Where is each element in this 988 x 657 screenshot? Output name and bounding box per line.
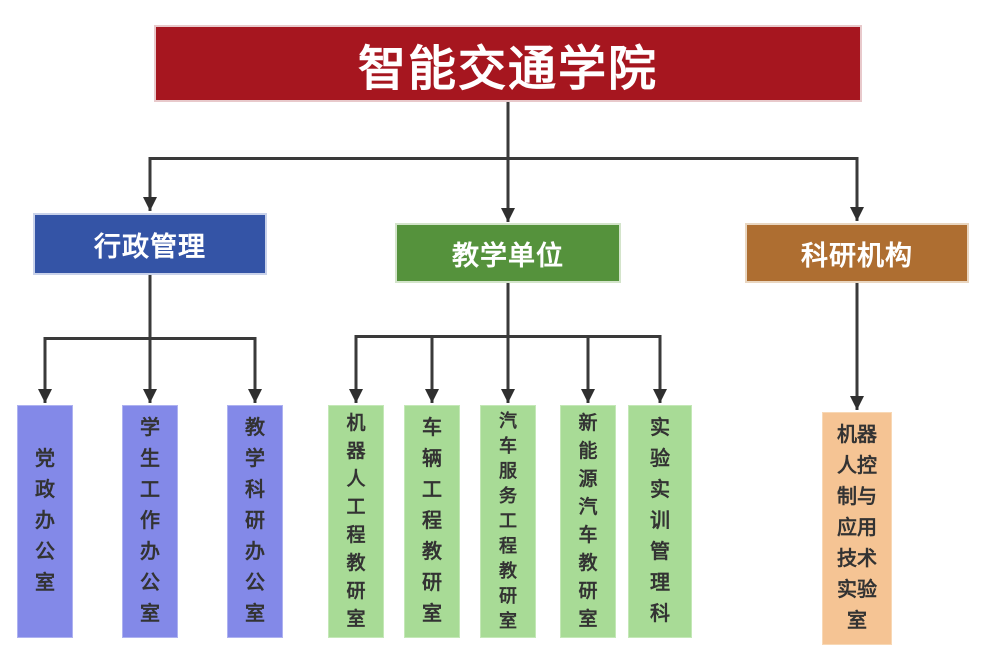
root-node-label: 智能交通学院 [357, 42, 658, 96]
leaf-node-new-energy-vehicle-staffroom: 新能源汽车教研室 [560, 405, 616, 638]
branch-node-teaching-units: 教学单位 [395, 223, 621, 283]
root-node-college: 智能交通学院 [154, 25, 862, 102]
branch-label: 教学单位 [452, 240, 564, 271]
leaf-label: 机器人控制与应用技术实验室 [837, 424, 877, 632]
branch-node-administration: 行政管理 [33, 213, 267, 275]
branch-label: 科研机构 [801, 240, 913, 271]
leaf-label: 汽车服务工程教研室 [499, 411, 517, 631]
leaf-label: 实验实训管理科 [650, 417, 670, 625]
branch-node-research: 科研机构 [745, 223, 969, 283]
leaf-label: 党政办公室 [35, 448, 55, 594]
leaf-node-teaching-research-office: 教学科研办公室 [227, 405, 283, 638]
leaf-node-robot-control-application-lab: 机器人控制与应用技术实验室 [822, 412, 892, 645]
leaf-node-vehicle-engineering-staffroom: 车辆工程教研室 [404, 405, 460, 638]
leaf-label: 机器人工程教研室 [346, 412, 366, 630]
leaf-label: 学生工作办公室 [140, 417, 160, 625]
branch-label: 行政管理 [94, 231, 206, 262]
leaf-node-robotics-engineering-staffroom: 机器人工程教研室 [328, 405, 384, 638]
leaf-label: 车辆工程教研室 [422, 417, 442, 625]
leaf-node-student-affairs-office: 学生工作办公室 [122, 405, 178, 638]
leaf-label: 教学科研办公室 [245, 417, 265, 625]
leaf-node-auto-service-engineering-staffroom: 汽车服务工程教研室 [480, 405, 536, 638]
leaf-label: 新能源汽车教研室 [578, 412, 598, 630]
leaf-node-party-government-office: 党政办公室 [17, 405, 73, 638]
leaf-node-lab-training-management: 实验实训管理科 [628, 405, 692, 638]
